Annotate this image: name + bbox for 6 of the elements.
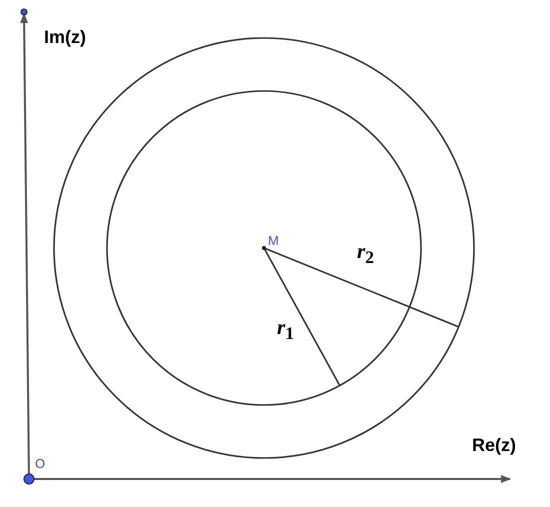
radius-label: r$_{1}$ xyxy=(277,317,294,343)
axis-label: Re(z) xyxy=(472,436,516,454)
axis-label: Im(z) xyxy=(44,28,86,46)
point-label: O xyxy=(35,457,46,470)
point-label: M xyxy=(268,234,279,247)
radius-label: r$_{2}$ xyxy=(357,241,374,267)
